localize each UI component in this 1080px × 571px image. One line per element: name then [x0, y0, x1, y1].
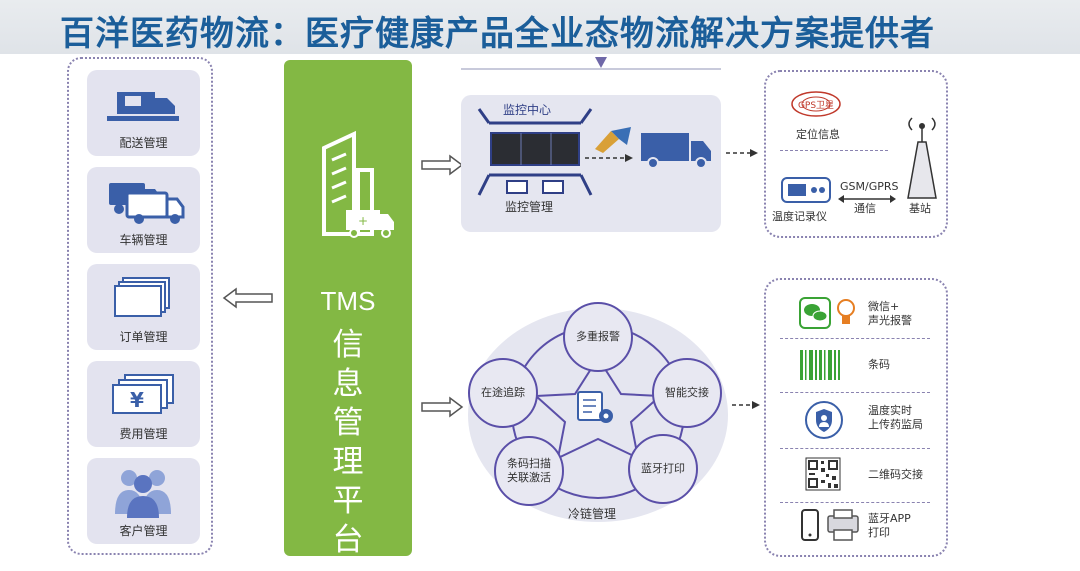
feature-label: 二维码交接 — [868, 468, 923, 481]
gps-panel: GPS卫星 定位信息 GSM/GPRS 通信 温度记录仪 基站 — [764, 70, 948, 238]
node-smart-handover — [652, 358, 722, 428]
feature-label: 条码 — [868, 358, 890, 371]
dashed-divider — [780, 338, 930, 339]
title-bar: 百洋医药物流：医疗健康产品全业态物流解决方案提供者 — [0, 0, 1080, 54]
feature-label: 蓝牙APP 打印 — [868, 512, 911, 539]
tms-subtitle: 信息管理平台 — [332, 327, 364, 558]
node-label: 条码扫描 关联激活 — [507, 457, 551, 484]
module-panel: 配送管理 车辆管理 订单管理 ¥ 费用管理 — [67, 57, 213, 555]
feature-label: 温度实时 上传药监局 — [868, 404, 923, 431]
svg-text:+: + — [358, 214, 368, 228]
module-customers[interactable]: 客户管理 — [87, 458, 200, 544]
dashed-divider — [780, 448, 930, 449]
node-label: 智能交接 — [665, 386, 709, 399]
triangle-marker-icon — [595, 57, 607, 68]
dashed-arrow-icon — [726, 149, 758, 157]
yen-bills-icon: ¥ — [112, 374, 174, 414]
tms-title: TMS — [320, 286, 376, 316]
node-multi-alarm — [563, 302, 633, 372]
dashed-arrow-icon — [732, 401, 760, 409]
qrcode-icon — [805, 457, 841, 491]
arrow-left-icon — [222, 287, 273, 309]
dashed-arrow-icon — [585, 154, 633, 162]
module-orders[interactable]: 订单管理 — [87, 264, 200, 350]
dashed-divider — [780, 502, 930, 503]
monitor-center-icon — [477, 108, 593, 196]
arrow-right-icon — [421, 154, 464, 176]
page-title: 百洋医药物流：医疗健康产品全业态物流解决方案提供者 — [60, 14, 935, 54]
monitor-management-label: 监控管理 — [505, 200, 554, 214]
comm-label: 通信 — [854, 202, 876, 215]
phone-printer-icon — [801, 509, 859, 541]
gps-satellite-icon: GPS卫星 — [791, 91, 841, 117]
satellite-signal-icon — [595, 127, 631, 153]
node-label: 蓝牙打印 — [641, 462, 685, 475]
module-fees[interactable]: ¥ 费用管理 — [87, 361, 200, 447]
svg-text:GPS卫星: GPS卫星 — [798, 100, 834, 111]
feature-panel: 微信+ 声光报警 条码 温度实时 上传药监局 — [764, 278, 948, 557]
feature-label: 微信+ 声光报警 — [868, 300, 912, 327]
temperature-recorder-icon — [781, 177, 831, 203]
node-label: 多重报警 — [576, 330, 620, 343]
delivery-truck-icon — [107, 92, 179, 121]
base-station-icon — [907, 117, 937, 199]
base-station-label: 基站 — [909, 202, 931, 215]
gps-location-label: 定位信息 — [796, 128, 840, 141]
wechat-alarm-icon — [799, 297, 855, 329]
barcode-icon — [800, 350, 840, 380]
module-label: 费用管理 — [119, 427, 168, 441]
strip-divider — [461, 68, 721, 74]
gsm-gprs-label: GSM/GPRS — [840, 180, 899, 193]
node-barcode-scan — [494, 436, 564, 506]
module-label: 客户管理 — [119, 524, 168, 538]
order-cards-icon — [114, 277, 170, 317]
node-label: 在途追踪 — [481, 386, 525, 399]
shield-user-icon — [805, 401, 843, 439]
monitoring-panel: 监控中心 监控管理 — [461, 95, 721, 232]
customers-icon — [115, 470, 171, 518]
module-delivery[interactable]: 配送管理 — [87, 70, 200, 156]
truck-icon — [641, 133, 711, 169]
double-arrow-icon — [838, 195, 896, 203]
monitor-center-label: 监控中心 — [503, 103, 552, 117]
vehicles-icon — [109, 183, 185, 224]
cold-chain-label: 冷链管理 — [568, 507, 617, 521]
temp-recorder-label: 温度记录仪 — [772, 210, 827, 223]
dashed-divider — [780, 392, 930, 393]
node-bt-print — [628, 434, 698, 504]
dashed-divider — [780, 150, 888, 151]
tms-platform: + TMS 信息管理平台 — [284, 60, 412, 558]
module-label: 订单管理 — [119, 330, 168, 344]
module-vehicles[interactable]: 车辆管理 — [87, 167, 200, 253]
module-label: 配送管理 — [119, 136, 168, 150]
building-truck-icon: + — [322, 130, 394, 238]
node-in-transit — [468, 358, 538, 428]
module-label: 车辆管理 — [119, 233, 168, 247]
svg-text:¥: ¥ — [130, 388, 144, 412]
arrow-right-icon — [421, 396, 464, 418]
